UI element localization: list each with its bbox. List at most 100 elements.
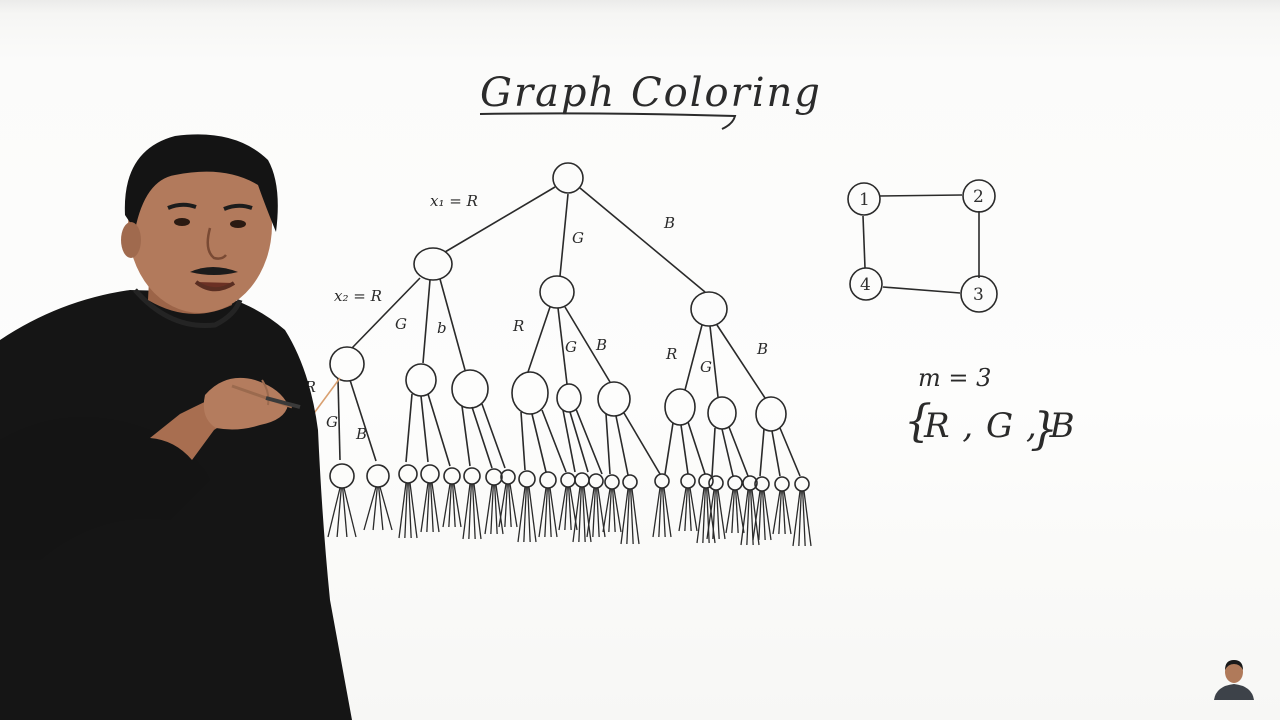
leaf-branch — [509, 483, 518, 528]
leaf-branch — [336, 487, 342, 538]
leaf-branch — [684, 487, 688, 532]
graph-vertex-4-label: 4 — [860, 275, 871, 295]
leaf-branch — [472, 483, 476, 540]
leaf-branch — [372, 486, 378, 531]
leaf-branch — [731, 489, 735, 534]
leaf-branch — [523, 486, 527, 543]
leaf-branch — [431, 482, 440, 533]
leaf-branch — [508, 483, 512, 528]
graph-vertex-1 — [847, 182, 881, 216]
leaf-branch — [473, 483, 482, 540]
leaf-branch — [430, 482, 434, 533]
leaf-branch — [746, 489, 750, 546]
leaf-branch — [549, 487, 558, 538]
leaf-branch — [678, 487, 687, 532]
set-brace-close: } — [1030, 404, 1058, 455]
leaf-branch — [452, 483, 456, 528]
leaf-branch — [688, 487, 692, 532]
leaf-branch — [630, 488, 634, 545]
leaf-branch — [582, 486, 586, 543]
leaf-branch — [758, 490, 762, 541]
leaf-branch — [751, 489, 760, 546]
color-set: R , G , B — [923, 406, 1076, 446]
tree-node-l1-g — [539, 275, 575, 309]
leaf-branch — [378, 486, 384, 531]
presenter-marker — [265, 396, 301, 409]
leaf-branch — [558, 486, 567, 531]
presenter-hair — [124, 134, 278, 232]
leaf-branch — [363, 486, 377, 531]
edge-label-right-b: B — [756, 340, 768, 358]
leaf-branch — [740, 489, 749, 546]
leaf-branch — [494, 484, 498, 535]
leaf-branch — [798, 490, 802, 547]
leaf-branch — [442, 483, 451, 528]
tree-node-l1-r — [413, 247, 453, 281]
edge-label-mid-r: R — [512, 317, 524, 335]
leaf-branch — [448, 483, 452, 528]
leaf-branch — [689, 487, 698, 532]
edge-label-l3-b: B — [355, 425, 367, 443]
leaf-branch — [564, 486, 568, 531]
title-underline — [479, 112, 737, 130]
leaf-branch — [792, 490, 801, 547]
leaf-branch — [712, 489, 716, 540]
channel-avatar — [1214, 660, 1254, 700]
leaf-branch — [608, 488, 612, 533]
leaf-branch — [420, 482, 429, 533]
leaf-branch — [803, 490, 812, 547]
leaf-branch — [398, 482, 407, 539]
leaf-branch — [409, 482, 418, 539]
leaf-branch — [613, 488, 622, 533]
leaf-branch — [612, 488, 616, 533]
leaf-branch — [750, 489, 754, 546]
m-value: m = 3 — [918, 364, 991, 392]
leaf-branch — [528, 486, 537, 543]
state-space-tree — [308, 162, 810, 492]
leaf-branch — [762, 490, 766, 541]
leaf-branch — [490, 484, 494, 535]
leaf-branch — [527, 486, 531, 543]
edge-label-x2-r: x₂ = R — [334, 287, 382, 305]
leaf-branch — [517, 486, 526, 543]
leaf-branch — [453, 483, 462, 528]
leaf-branch — [592, 487, 596, 538]
leaf-branch — [586, 487, 595, 538]
edge-label-g: G — [572, 229, 584, 247]
leaf-branch — [702, 487, 706, 544]
edge-label-l3-g: G — [326, 413, 338, 431]
leaf-branch — [658, 487, 662, 538]
leaf-branch — [498, 483, 507, 528]
edge-label-l2-g: G — [395, 315, 407, 333]
tree-node-l1-b — [690, 291, 728, 327]
edge-label-mid-b: B — [595, 336, 607, 354]
leaf-branch — [572, 486, 581, 543]
leaf-branch — [495, 484, 504, 535]
leaf-branch — [468, 483, 472, 540]
leaf-branch — [538, 487, 547, 538]
leaf-branch — [578, 486, 582, 543]
graph-vertex-1-label: 1 — [859, 190, 870, 210]
leaf-branch — [772, 490, 781, 535]
leaf-branch — [716, 489, 720, 540]
tree-leaf-branches — [327, 482, 812, 547]
leaf-branch — [802, 490, 806, 547]
leaf-branch — [783, 490, 792, 535]
leaf-branch — [596, 487, 600, 538]
leaf-branch — [568, 486, 572, 531]
edge-label-mid-g: G — [565, 338, 577, 356]
leaf-branch — [725, 489, 734, 534]
leaf-branch — [778, 490, 782, 535]
leaf-branch — [544, 487, 548, 538]
board-title: Graph Coloring — [480, 70, 822, 116]
leaf-branch — [327, 487, 341, 538]
leaf-branch — [426, 482, 430, 533]
example-graph: 1 2 3 4 — [847, 179, 998, 313]
presenter-head — [128, 137, 272, 313]
leaf-branch — [620, 488, 629, 545]
leaf-branch — [652, 487, 661, 538]
leaf-branch — [696, 487, 705, 544]
leaf-branch — [662, 487, 666, 538]
leaf-branch — [626, 488, 630, 545]
